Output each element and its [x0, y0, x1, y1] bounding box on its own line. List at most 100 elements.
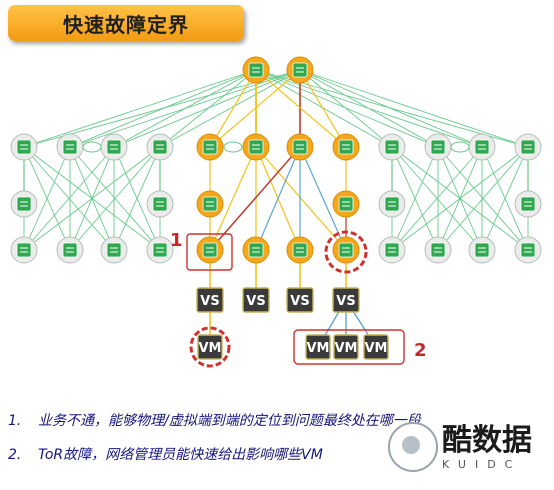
pod-link	[69, 146, 161, 251]
note-1-text: 业务不通，能够物理/虚拟端到端的定位到问题最终处在哪一段	[38, 413, 421, 429]
tor-switch-icon	[332, 236, 360, 264]
core-link	[209, 69, 301, 148]
stack-link-icon	[82, 141, 102, 153]
aggregation-switch-icon-icon	[520, 139, 536, 155]
virtual-switch-box	[196, 287, 224, 313]
access-switch-icon	[196, 190, 224, 218]
virtual-machine-box	[305, 334, 331, 360]
highlight-box-tor	[186, 233, 233, 271]
tor-switch-icon-icon	[248, 242, 264, 258]
highlight-circle-vm	[189, 326, 231, 368]
core-link	[209, 69, 257, 148]
virtual-machine-box	[333, 334, 359, 360]
tor-switch-icon-icon	[474, 242, 490, 258]
tor-switch-icon	[514, 236, 542, 264]
diagram-title: 快速故障定界	[63, 12, 189, 37]
core-link	[255, 69, 439, 148]
aggregation-switch-icon-icon	[338, 139, 354, 155]
virtual-machine-label: VM	[307, 341, 330, 356]
pod-link	[255, 146, 347, 251]
tor-switch-icon-icon	[62, 242, 78, 258]
tor-switch-icon-icon	[16, 242, 32, 258]
aggregation-switch-icon	[424, 133, 452, 161]
note-2: 2.ToR故障，网络管理员能快速给出影响哪些VM	[8, 444, 323, 464]
virtual-switch-box	[332, 287, 360, 313]
stack-link-icon	[223, 141, 243, 153]
virtual-switch: VS	[332, 287, 360, 313]
access-switch-icon	[332, 190, 360, 218]
virtual-switch: VS	[196, 287, 224, 313]
core-link	[159, 69, 257, 148]
aggregation-switch-icon-icon	[16, 139, 32, 155]
tor-switch-icon-icon	[520, 242, 536, 258]
tor-switch-icon	[10, 236, 38, 264]
virtual-machine: VM	[363, 334, 389, 360]
title-banner: 快速故障定界	[8, 5, 244, 41]
tor-switch-icon-icon	[338, 242, 354, 258]
aggregation-switch-icon	[378, 133, 406, 161]
virtual-machine: VM	[197, 334, 223, 360]
tor-switch-icon	[424, 236, 452, 264]
tor-switch-icon	[146, 236, 174, 264]
access-switch-icon-icon	[202, 196, 218, 212]
aggregation-switch-icon-icon	[106, 139, 122, 155]
highlight-box-vms	[293, 329, 405, 365]
aggregation-switch-icon-icon	[474, 139, 490, 155]
aggregation-switch-icon-icon	[152, 139, 168, 155]
access-switch-icon	[514, 190, 542, 218]
core-link	[299, 69, 529, 148]
access-switch-icon-icon	[338, 196, 354, 212]
tor-switch-icon	[378, 236, 406, 264]
pod-link	[23, 146, 161, 251]
core-link	[69, 69, 257, 148]
virtual-machine-label: VM	[199, 341, 222, 356]
tor-switch-icon-icon	[384, 242, 400, 258]
note-1-number: 1.	[8, 413, 22, 429]
access-switch-icon-icon	[152, 196, 168, 212]
tor-switch-icon	[286, 236, 314, 264]
access-switch-icon-icon	[520, 196, 536, 212]
aggregation-switch-icon-icon	[202, 139, 218, 155]
core-switch-icon-icon	[292, 62, 308, 78]
tor-switch-icon-icon	[202, 242, 218, 258]
virtual-machine-label: VM	[335, 341, 358, 356]
aggregation-switch-icon	[196, 133, 224, 161]
pod-link	[113, 146, 161, 251]
aggregation-switch-icon-icon	[62, 139, 78, 155]
stack-link-icon	[450, 141, 470, 153]
callout-2: 2	[414, 340, 427, 361]
core-link	[159, 69, 301, 148]
core-switch-icon-icon	[248, 62, 264, 78]
access-switch-icon	[10, 190, 38, 218]
aggregation-switch-icon	[56, 133, 84, 161]
note-1: 1. 业务不通，能够物理/虚拟端到端的定位到问题最终处在哪一段	[8, 410, 421, 430]
virtual-machine-box	[197, 334, 223, 360]
watermark: 酷数据 KUIDC	[388, 414, 548, 480]
pod-link	[23, 146, 115, 251]
core-link	[299, 69, 347, 148]
aggregation-switch-icon	[100, 133, 128, 161]
pod-link	[23, 146, 71, 251]
virtual-switch-label: VS	[246, 294, 265, 309]
note-2-text: ToR故障，网络管理员能快速给出影响哪些VM	[38, 447, 323, 463]
aggregation-switch-icon	[286, 133, 314, 161]
access-switch-icon-icon	[16, 196, 32, 212]
watermark-name: 酷数据	[442, 422, 532, 458]
tor-switch-icon-icon	[152, 242, 168, 258]
tor-switch-icon-icon	[292, 242, 308, 258]
aggregation-switch-icon	[10, 133, 38, 161]
tor-switch-icon	[100, 236, 128, 264]
aggregation-switch-icon	[242, 133, 270, 161]
pod-link	[437, 146, 529, 251]
core-link	[255, 69, 347, 148]
watermark-logo-icon	[388, 422, 438, 472]
virtual-switch: VS	[286, 287, 314, 313]
tor-switch-icon	[56, 236, 84, 264]
aggregation-switch-icon	[468, 133, 496, 161]
core-link	[113, 69, 301, 148]
virtual-switch-label: VS	[200, 294, 219, 309]
pod-link	[391, 146, 439, 251]
tor-switch-icon-icon	[106, 242, 122, 258]
